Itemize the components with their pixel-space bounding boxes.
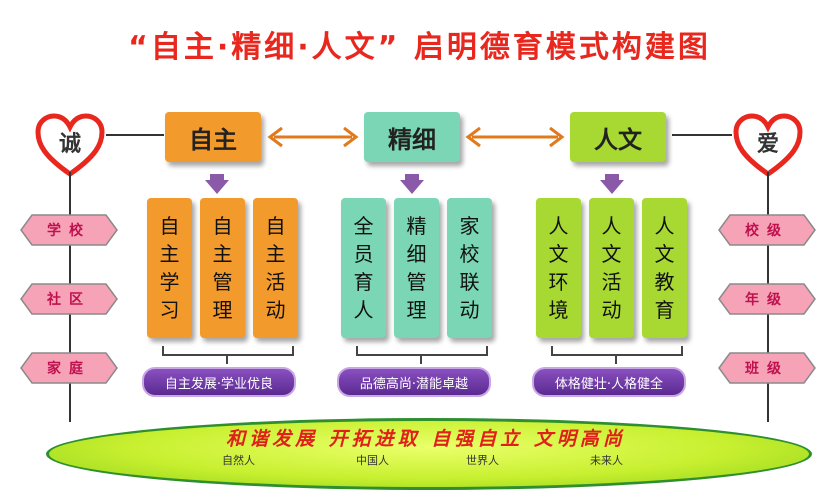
slogan-sub-1: 自然人 [222, 454, 255, 467]
level-class: 班级 [745, 361, 789, 377]
slogan-sub-4: 未来人 [590, 454, 623, 467]
brace-2 [356, 346, 488, 356]
motto-zizhu: 自主发展·学业优良 [142, 367, 296, 397]
sub-renwen-jiaoyu: 人文教育 [642, 198, 687, 338]
double-arrow-1-icon [267, 126, 359, 148]
brace-2-tip [420, 356, 422, 364]
brace-1-tip [226, 356, 228, 364]
heart-left-icon [35, 113, 105, 178]
slogan-oval [46, 418, 812, 490]
double-arrow-2-icon [465, 126, 565, 148]
sub-jingxi-guanli: 精细管理 [394, 198, 439, 338]
hex-right-1-shape [718, 214, 816, 246]
page-title: “自主·精细·人文” 启明德育模式构建图 [128, 30, 711, 65]
sub-jingxi-liandong: 家校联动 [447, 198, 492, 338]
slogan-text: 和谐发展 开拓进取 自强自立 文明高尚 [226, 428, 626, 450]
heart-right-icon [733, 113, 803, 178]
sub-renwen-huodong: 人文活动 [589, 198, 634, 338]
sub-zizhu-guanli: 自主管理 [200, 198, 245, 338]
pillar-jingxi: 精细 [364, 112, 460, 162]
hex-left-2-shape [20, 283, 118, 315]
pillar-zizhu: 自主 [165, 112, 261, 162]
down-arrow-3-icon [600, 174, 624, 194]
sub-zizhu-huodong: 自主活动 [253, 198, 298, 338]
level-school-grade: 校级 [745, 223, 789, 239]
hex-left-3-shape [20, 352, 118, 384]
brace-3-tip [615, 356, 617, 364]
connector-right [672, 134, 732, 136]
sub-jingxi-yuren: 全员育人 [341, 198, 386, 338]
level-family: 家庭 [47, 361, 91, 377]
connector-left [106, 134, 164, 136]
level-grade: 年级 [745, 292, 789, 308]
sub-renwen-huanjing: 人文环境 [536, 198, 581, 338]
brace-3 [551, 346, 683, 356]
slogan-sub-3: 世界人 [466, 454, 499, 467]
hex-left-1-shape [20, 214, 118, 246]
heart-left-label: 诚 [58, 132, 81, 157]
heart-right-label: 爱 [756, 132, 779, 157]
motto-renwen: 体格健壮·人格健全 [532, 367, 686, 397]
sub-zizhu-xuexi: 自主学习 [147, 198, 192, 338]
level-community: 社区 [47, 292, 91, 308]
down-arrow-1-icon [205, 174, 229, 194]
brace-1 [162, 346, 294, 356]
hex-right-2-shape [718, 283, 816, 315]
motto-jingxi: 品德高尚·潜能卓越 [337, 367, 491, 397]
hex-right-3-shape [718, 352, 816, 384]
down-arrow-2-icon [400, 174, 424, 194]
pillar-renwen: 人文 [570, 112, 666, 162]
level-school: 学校 [47, 223, 91, 239]
slogan-sub-2: 中国人 [356, 454, 389, 467]
